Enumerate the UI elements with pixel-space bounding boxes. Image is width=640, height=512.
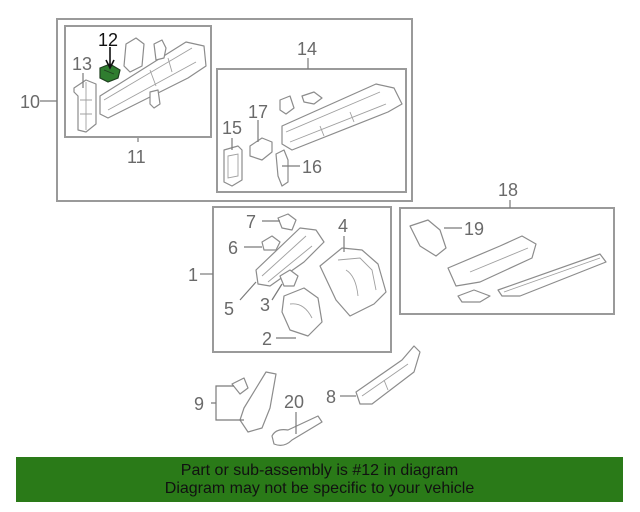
part-7-bracket[interactable] — [277, 213, 297, 231]
callout-7[interactable]: 7 — [246, 212, 256, 232]
group-box-1 — [212, 206, 392, 353]
info-banner: Part or sub-assembly is #12 in diagram D… — [16, 457, 623, 502]
group-box-18 — [399, 207, 615, 315]
callout-11[interactable]: 11 — [127, 147, 146, 167]
callout-labels: 10 11 12 13 14 15 16 17 7 6 4 1 5 3 2 18… — [20, 30, 518, 414]
part-8-rail[interactable] — [355, 345, 421, 405]
group-box-14 — [216, 68, 407, 193]
callout-15[interactable]: 15 — [222, 118, 242, 138]
part-19-bracket[interactable] — [409, 219, 447, 257]
group-box-11 — [64, 25, 212, 138]
banner-line-1: Part or sub-assembly is #12 in diagram — [180, 461, 459, 479]
banner-line-2: Diagram may not be specific to your vehi… — [164, 479, 475, 497]
part-4-wheelhouse[interactable] — [319, 247, 387, 317]
callout-3[interactable]: 3 — [260, 295, 270, 315]
callout-14[interactable]: 14 — [297, 39, 317, 59]
part-15-plate[interactable] — [223, 145, 243, 187]
callout-8[interactable]: 8 — [326, 387, 336, 407]
part-2-panel[interactable] — [281, 287, 323, 337]
group-box-10 — [56, 18, 413, 202]
part-6-bracket[interactable] — [261, 235, 281, 251]
callout-1[interactable]: 1 — [188, 265, 198, 285]
part-5-panel[interactable] — [255, 227, 325, 287]
callout-20[interactable]: 20 — [284, 392, 304, 412]
part-12-highlighted-bracket[interactable] — [99, 63, 121, 83]
part-20-strap[interactable] — [271, 415, 323, 446]
part-17-bracket[interactable] — [249, 137, 273, 161]
callout-19[interactable]: 19 — [464, 219, 484, 239]
callout-13[interactable]: 13 — [72, 54, 92, 74]
part-18-floor-member[interactable] — [447, 235, 607, 303]
callout-4[interactable]: 4 — [338, 216, 348, 236]
part-14-rear-member[interactable] — [279, 83, 403, 151]
callout-16[interactable]: 16 — [302, 157, 322, 177]
leader-lines — [40, 47, 511, 434]
callout-2[interactable]: 2 — [262, 329, 272, 349]
callout-9[interactable]: 9 — [194, 394, 204, 414]
part-3-bracket[interactable] — [279, 269, 299, 287]
callout-6[interactable]: 6 — [228, 238, 238, 258]
part-16-bracket[interactable] — [275, 149, 289, 187]
callout-17[interactable]: 17 — [248, 102, 268, 122]
callout-18[interactable]: 18 — [498, 180, 518, 200]
callout-10[interactable]: 10 — [20, 92, 40, 112]
part-11-side-member[interactable] — [99, 37, 207, 119]
callout-12[interactable]: 12 — [98, 30, 118, 50]
callout-5[interactable]: 5 — [224, 299, 234, 319]
part-9-bracket[interactable] — [231, 371, 277, 433]
part-13-bracket[interactable] — [73, 79, 97, 133]
